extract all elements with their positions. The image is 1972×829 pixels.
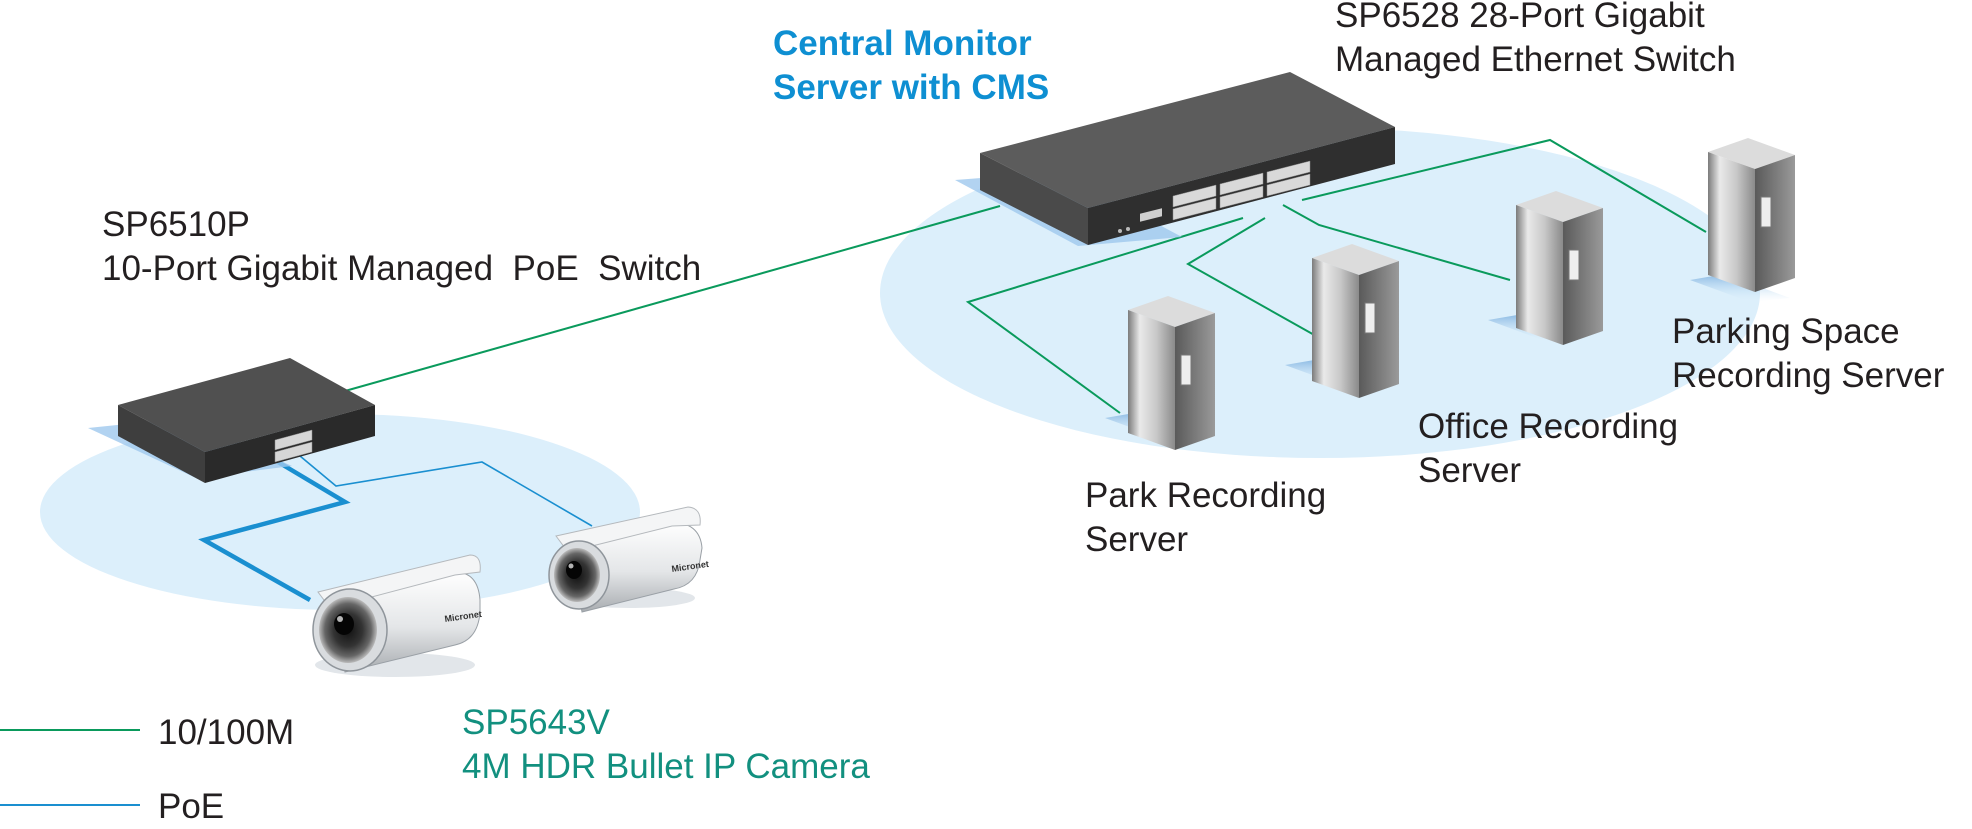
core-switch-ports [1172,160,1311,221]
office-server-label: Office Recording Server [1418,407,1679,490]
server-links [965,138,1707,414]
core-switch-sp6528 [955,72,1395,246]
link-park-server [965,217,1244,414]
uplink-10-100m-line [344,205,1001,392]
camera-label: SP5643V 4M HDR Bullet IP Camera [462,703,870,786]
park-recording-server [1105,296,1215,450]
core-switch-label: SP6528 28-Port Gigabit Managed Ethernet … [1335,0,1736,79]
parking-space-recording-server [1690,138,1795,302]
legend-10-100m-label: 10/100M [158,713,295,752]
poe-link-camera-1 [198,460,351,602]
bullet-camera-1: Micronet [312,554,482,677]
legend-poe-label: PoE [158,787,225,826]
park-server-label: Park Recording Server [1085,476,1327,559]
link-parking-server-2 [1301,138,1707,233]
link-parking-server [1282,204,1511,281]
office-recording-server [1285,244,1399,398]
cms-server-label: Central Monitor Server with CMS [773,24,1050,107]
poe-link-camera-2 [299,455,593,527]
parking-space-server-label: Parking Space Recording Server [1672,312,1945,395]
bullet-camera-2: Micronet [548,506,709,613]
city-recording-server [1488,191,1603,345]
poe-switch-label: SP6510P 10-Port Gigabit Managed PoE Swit… [102,205,702,288]
link-office-server [1186,217,1326,342]
poe-switch-sp6510p [88,358,375,483]
